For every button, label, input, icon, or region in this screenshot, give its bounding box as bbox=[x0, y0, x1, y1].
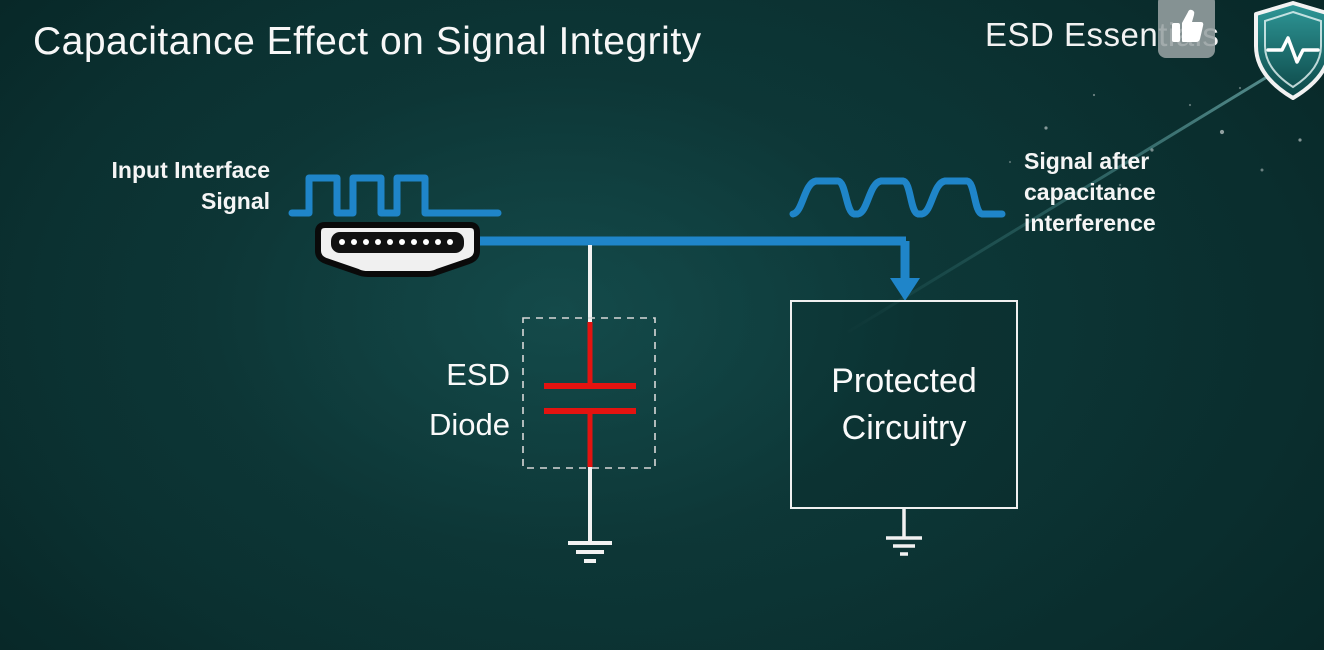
ground-symbol-left bbox=[568, 541, 612, 563]
esd-diode-label: ESD Diode bbox=[360, 350, 510, 450]
output-signal-label: Signal after capacitance interference bbox=[1024, 146, 1214, 239]
light-streak bbox=[847, 50, 1309, 334]
protected-circuitry-line2: Circuitry bbox=[841, 408, 967, 447]
input-signal-label-line1: Input Interface bbox=[111, 157, 270, 183]
shield-icon bbox=[1254, 1, 1324, 100]
page-title: Capacitance Effect on Signal Integrity bbox=[33, 20, 702, 63]
output-signal-label-line3: interference bbox=[1024, 210, 1156, 236]
output-signal-label-line1: Signal after bbox=[1024, 148, 1150, 174]
thumbs-up-icon bbox=[1158, 0, 1215, 58]
esd-diode-label-line1: ESD bbox=[446, 357, 510, 392]
input-signal-label: Input Interface Signal bbox=[60, 155, 270, 217]
distorted-signal-waveform bbox=[789, 177, 1006, 218]
heartbeat-line bbox=[1266, 36, 1320, 64]
arrow-down-icon bbox=[890, 278, 920, 301]
sparkle-dots bbox=[1008, 86, 1302, 187]
esd-diode-label-line2: Diode bbox=[429, 407, 510, 442]
protected-circuitry-line1: Protected bbox=[831, 361, 977, 400]
output-signal-label-line2: capacitance bbox=[1024, 179, 1156, 205]
ground-symbol-right bbox=[886, 536, 922, 556]
input-signal-label-line2: Signal bbox=[200, 188, 270, 214]
capacitor-symbol bbox=[544, 322, 636, 467]
esd-diode-dashed-box bbox=[522, 317, 656, 469]
hdmi-connector-icon bbox=[315, 222, 480, 277]
clean-signal-waveform bbox=[288, 174, 502, 217]
protected-circuitry-box: Protected Circuitry bbox=[790, 300, 1018, 509]
